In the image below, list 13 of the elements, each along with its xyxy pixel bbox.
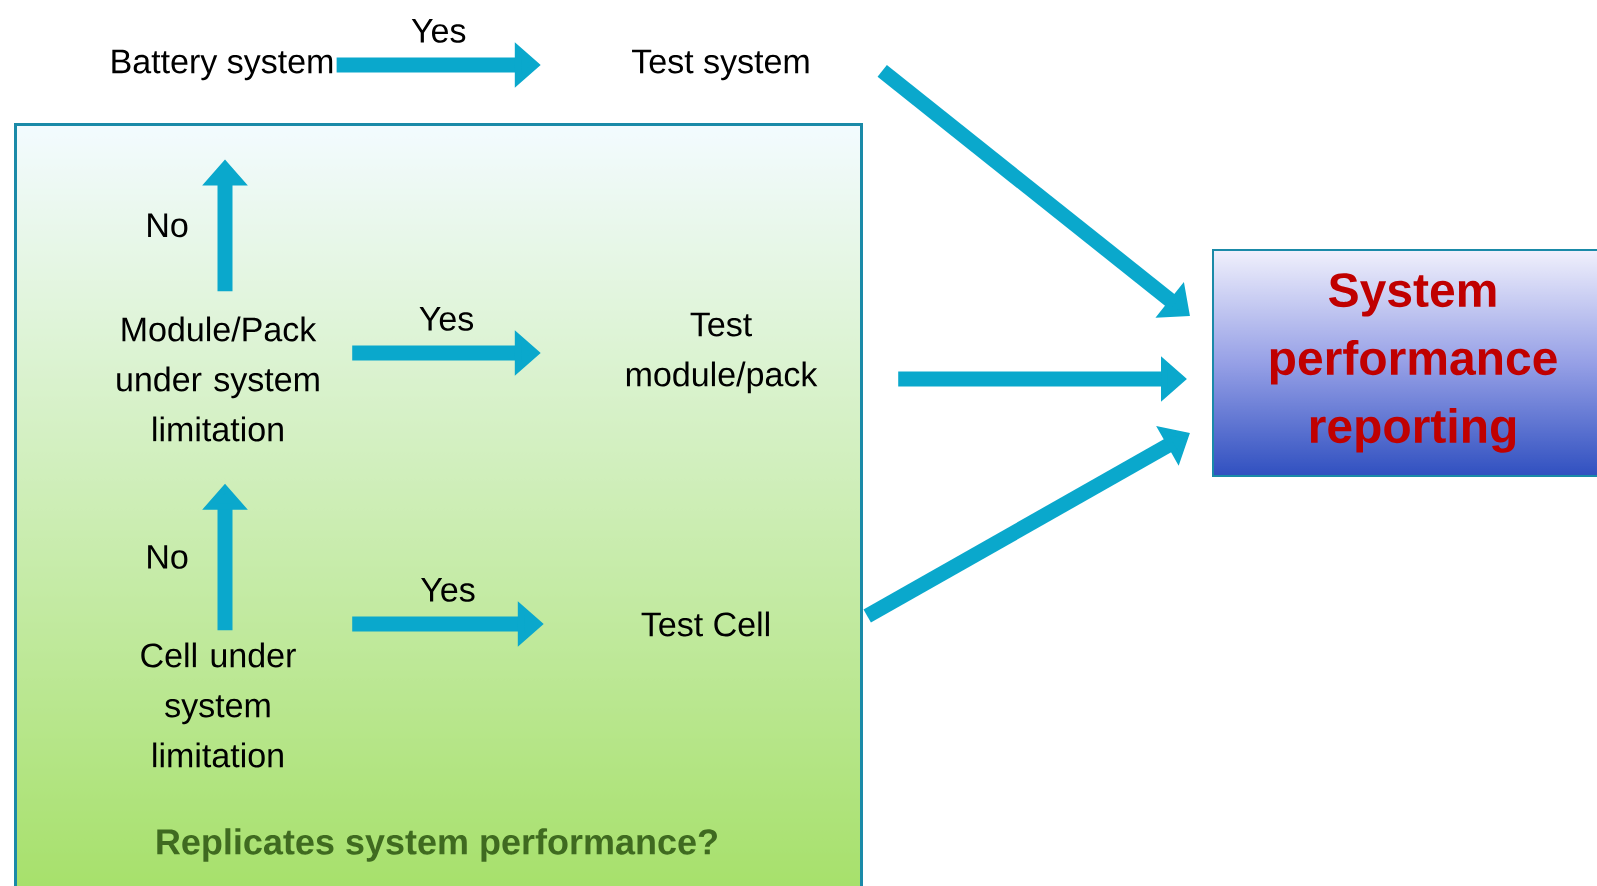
flow-label: Test module/pack [626,312,818,394]
edge-label: Yes [421,578,475,602]
flow-label: Cell under system limitation [141,642,296,768]
flow-label: Battery system [112,49,333,81]
edge-label: Yes [411,19,466,43]
flow-label: Test Cell [641,611,769,637]
edge-label: Yes [419,307,474,331]
result-box: System performance reporting [1212,249,1597,477]
flow-label: Module/Pack under system limitation [117,316,319,442]
block-arrow [877,65,1190,318]
edge-label: No [148,213,188,238]
edge-label: No [148,545,188,569]
flow-label: Test system [632,49,809,81]
